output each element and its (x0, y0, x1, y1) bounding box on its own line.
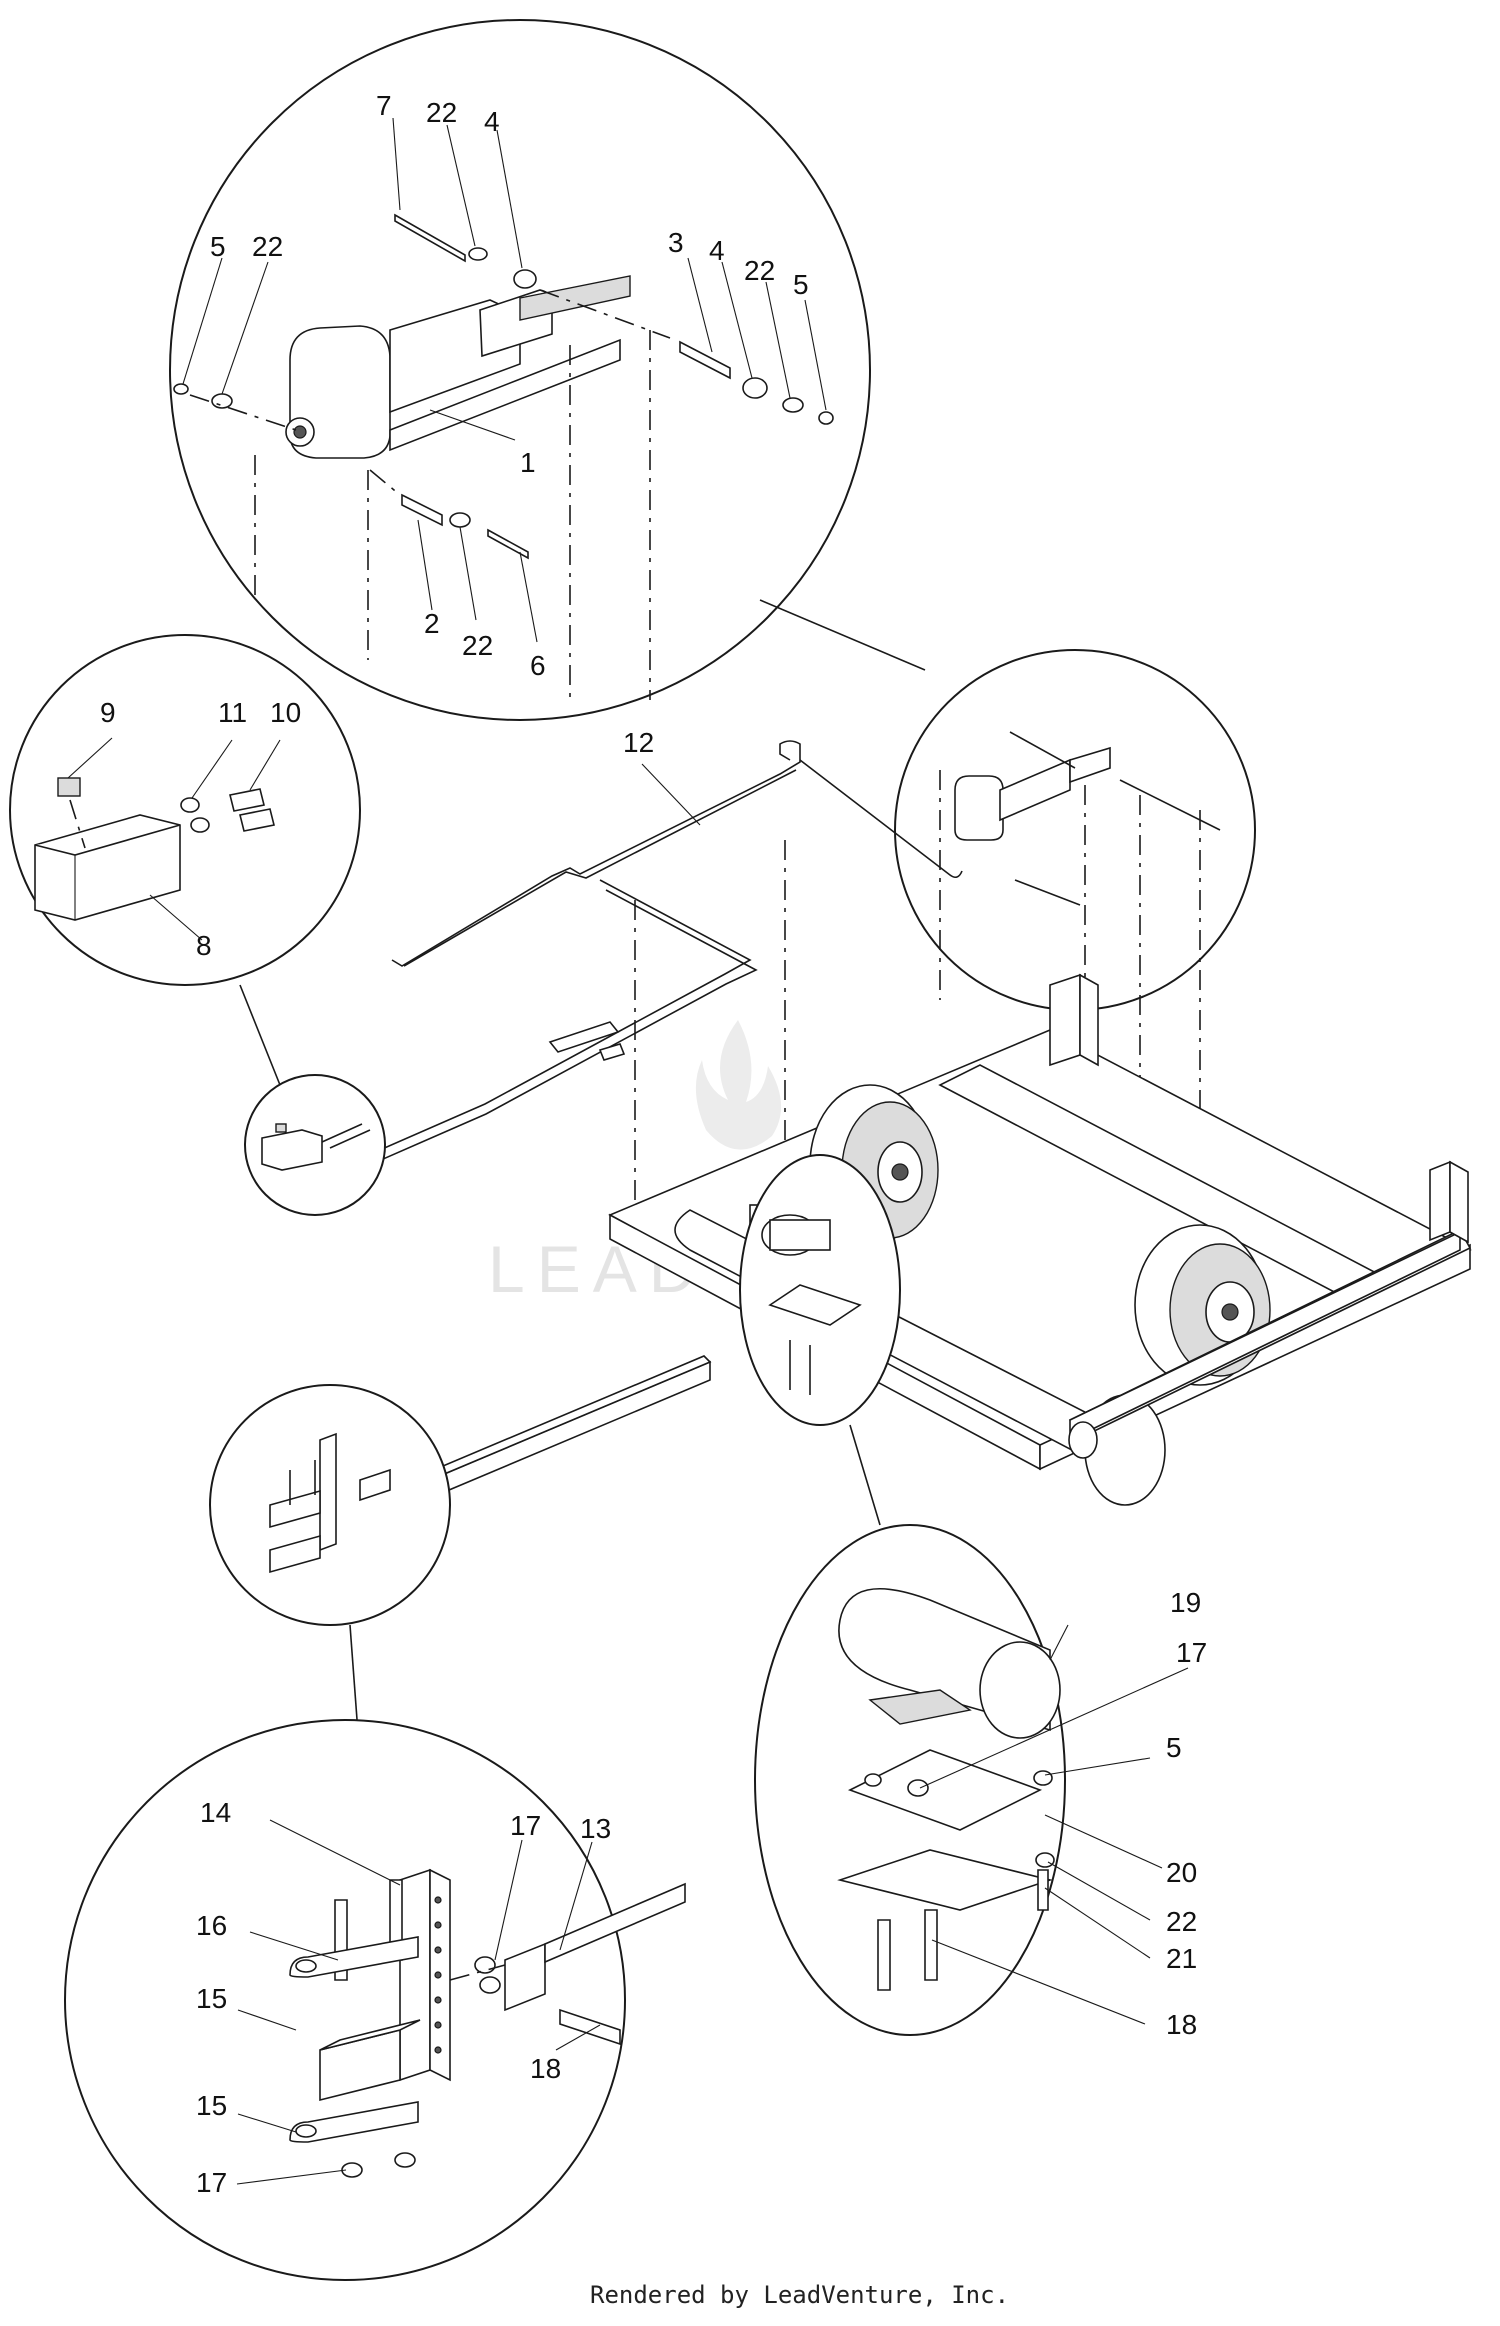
callout-22: 22 (426, 97, 457, 128)
linear-actuator (285, 275, 631, 459)
detail-motor-mount (739, 1154, 901, 1426)
detail-link-motor (849, 1424, 881, 1526)
callout-16: 16 (196, 1910, 227, 1941)
callout-22: 22 (1166, 1906, 1197, 1937)
pin-7 (394, 213, 466, 263)
wire-harness-12 (324, 740, 963, 1225)
callout-19: 19 (1170, 1587, 1201, 1618)
callout-9: 9 (100, 697, 116, 728)
detail-circle-actuator (169, 19, 871, 721)
detail-hitch-small (209, 1384, 451, 1626)
pin-18 (559, 2008, 621, 2046)
connector-10 (229, 788, 265, 812)
callout-1: 1 (520, 447, 536, 478)
callout-17: 17 (1176, 1637, 1207, 1668)
callout-6: 6 (530, 650, 546, 681)
hitch-plate-15-bottom (289, 2101, 419, 2143)
callout-2: 2 (424, 608, 440, 639)
washer-22-lower (449, 512, 471, 528)
washer-22-top (468, 247, 488, 261)
callout-18: 18 (1166, 2009, 1197, 2040)
pin-2 (401, 493, 443, 527)
callout-22: 22 (744, 255, 775, 286)
callout-20: 20 (1166, 1857, 1197, 1888)
callout-8: 8 (196, 930, 212, 961)
detail-oval-motor-small (739, 1154, 901, 1426)
callout-22: 22 (252, 231, 283, 262)
switch-9 (57, 777, 81, 797)
callout-22: 22 (462, 630, 493, 661)
callout-14: 14 (200, 1797, 231, 1828)
callout-labels: 7 22 4 5 22 3 4 22 5 1 2 22 6 9 11 10 8 … (100, 90, 1207, 2198)
callout-15: 15 (196, 2090, 227, 2121)
callout-12: 12 (623, 727, 654, 758)
detail-motor-large (754, 1524, 1066, 2036)
hitch-plate-15-top (289, 1936, 419, 1978)
detail-circle-hitch-large (64, 1719, 626, 2281)
callout-4: 4 (709, 235, 725, 266)
nut-5 (173, 383, 189, 395)
detail-control-small (244, 1074, 386, 1216)
callout-leaders (67, 117, 1189, 2185)
callout-17: 17 (196, 2167, 227, 2198)
callout-5: 5 (1166, 1732, 1182, 1763)
spacer-4-right (742, 377, 768, 399)
nut-5-right (818, 411, 834, 425)
callout-5: 5 (210, 231, 226, 262)
detail-hitch-large (64, 1719, 686, 2281)
callout-4: 4 (484, 106, 500, 137)
bracket-13 (504, 1942, 546, 2012)
callout-13: 13 (580, 1813, 611, 1844)
detail-control-box (9, 634, 361, 986)
callout-18: 18 (530, 2053, 561, 2084)
tow-bar (422, 1355, 712, 1500)
callout-10: 10 (270, 697, 301, 728)
callout-17: 17 (510, 1810, 541, 1841)
detail-actuator-exploded (169, 19, 871, 721)
bolt-6 (487, 528, 529, 560)
grommet-11 (180, 797, 200, 813)
callout-11: 11 (218, 697, 247, 728)
callout-5: 5 (793, 269, 809, 300)
hitch-post-14 (399, 1868, 431, 2082)
callout-3: 3 (668, 227, 684, 258)
washer-22-right (782, 397, 804, 413)
callout-7: 7 (376, 90, 392, 121)
plate-lower (837, 1849, 1053, 1911)
nut-17-right (394, 2152, 416, 2168)
roller-frame (608, 973, 1472, 1506)
flame-icon (695, 1020, 782, 1150)
washer-22 (211, 393, 233, 409)
detail-circle-actuator-small (894, 649, 1256, 1011)
callout-15: 15 (196, 1983, 227, 2014)
footer-credit: Rendered by LeadVenture, Inc. (590, 2281, 1009, 2309)
pin-3 (679, 340, 731, 380)
plate-20 (847, 1749, 1043, 1831)
spacer-4-top (513, 269, 537, 289)
detail-link-actuator (759, 599, 926, 671)
callout-21: 21 (1166, 1943, 1197, 1974)
